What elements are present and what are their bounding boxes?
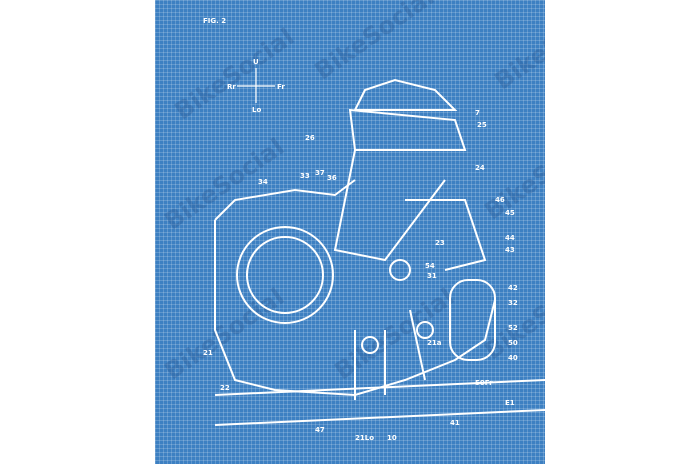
svg-text:21: 21 — [203, 349, 213, 357]
engine-drawing: FIG. 2 U Rr Fr Lo 7 25 26 36 37 33 — [155, 0, 545, 464]
svg-text:26: 26 — [305, 134, 315, 142]
svg-text:31: 31 — [427, 272, 437, 280]
svg-text:7: 7 — [475, 109, 480, 117]
svg-text:22: 22 — [220, 384, 230, 392]
figure-title: FIG. 2 — [203, 17, 226, 25]
svg-text:E1: E1 — [505, 399, 515, 407]
svg-text:40: 40 — [508, 354, 518, 362]
svg-text:50Fr: 50Fr — [475, 379, 493, 387]
svg-text:50: 50 — [508, 339, 518, 347]
svg-text:46: 46 — [495, 196, 505, 204]
part-labels: 7 25 26 36 37 33 34 24 23 45 46 44 43 42… — [203, 109, 518, 442]
svg-text:34: 34 — [258, 178, 268, 186]
axis-front: Fr — [277, 83, 285, 91]
svg-text:21a: 21a — [427, 339, 442, 347]
svg-text:37: 37 — [315, 169, 325, 177]
svg-text:23: 23 — [435, 239, 445, 247]
svg-text:45: 45 — [505, 209, 515, 217]
blueprint-figure: BikeSocial BikeSocial BikeSocial BikeSoc… — [155, 0, 545, 464]
svg-text:43: 43 — [505, 246, 515, 254]
svg-text:36: 36 — [327, 174, 337, 182]
svg-text:44: 44 — [505, 234, 515, 242]
axis-rear: Rr — [227, 83, 236, 91]
engine-outline — [215, 80, 545, 425]
axis-up: U — [253, 58, 259, 66]
svg-text:24: 24 — [475, 164, 485, 172]
direction-indicator — [237, 68, 275, 103]
svg-text:52: 52 — [508, 324, 518, 332]
svg-text:25: 25 — [477, 121, 487, 129]
svg-text:47: 47 — [315, 426, 325, 434]
svg-text:41: 41 — [450, 419, 460, 427]
svg-text:21Lo: 21Lo — [355, 434, 374, 442]
svg-text:42: 42 — [508, 284, 518, 292]
svg-text:33: 33 — [300, 172, 310, 180]
axis-down: Lo — [252, 106, 261, 114]
svg-text:10: 10 — [387, 434, 397, 442]
svg-text:54: 54 — [425, 262, 435, 270]
svg-text:32: 32 — [508, 299, 518, 307]
